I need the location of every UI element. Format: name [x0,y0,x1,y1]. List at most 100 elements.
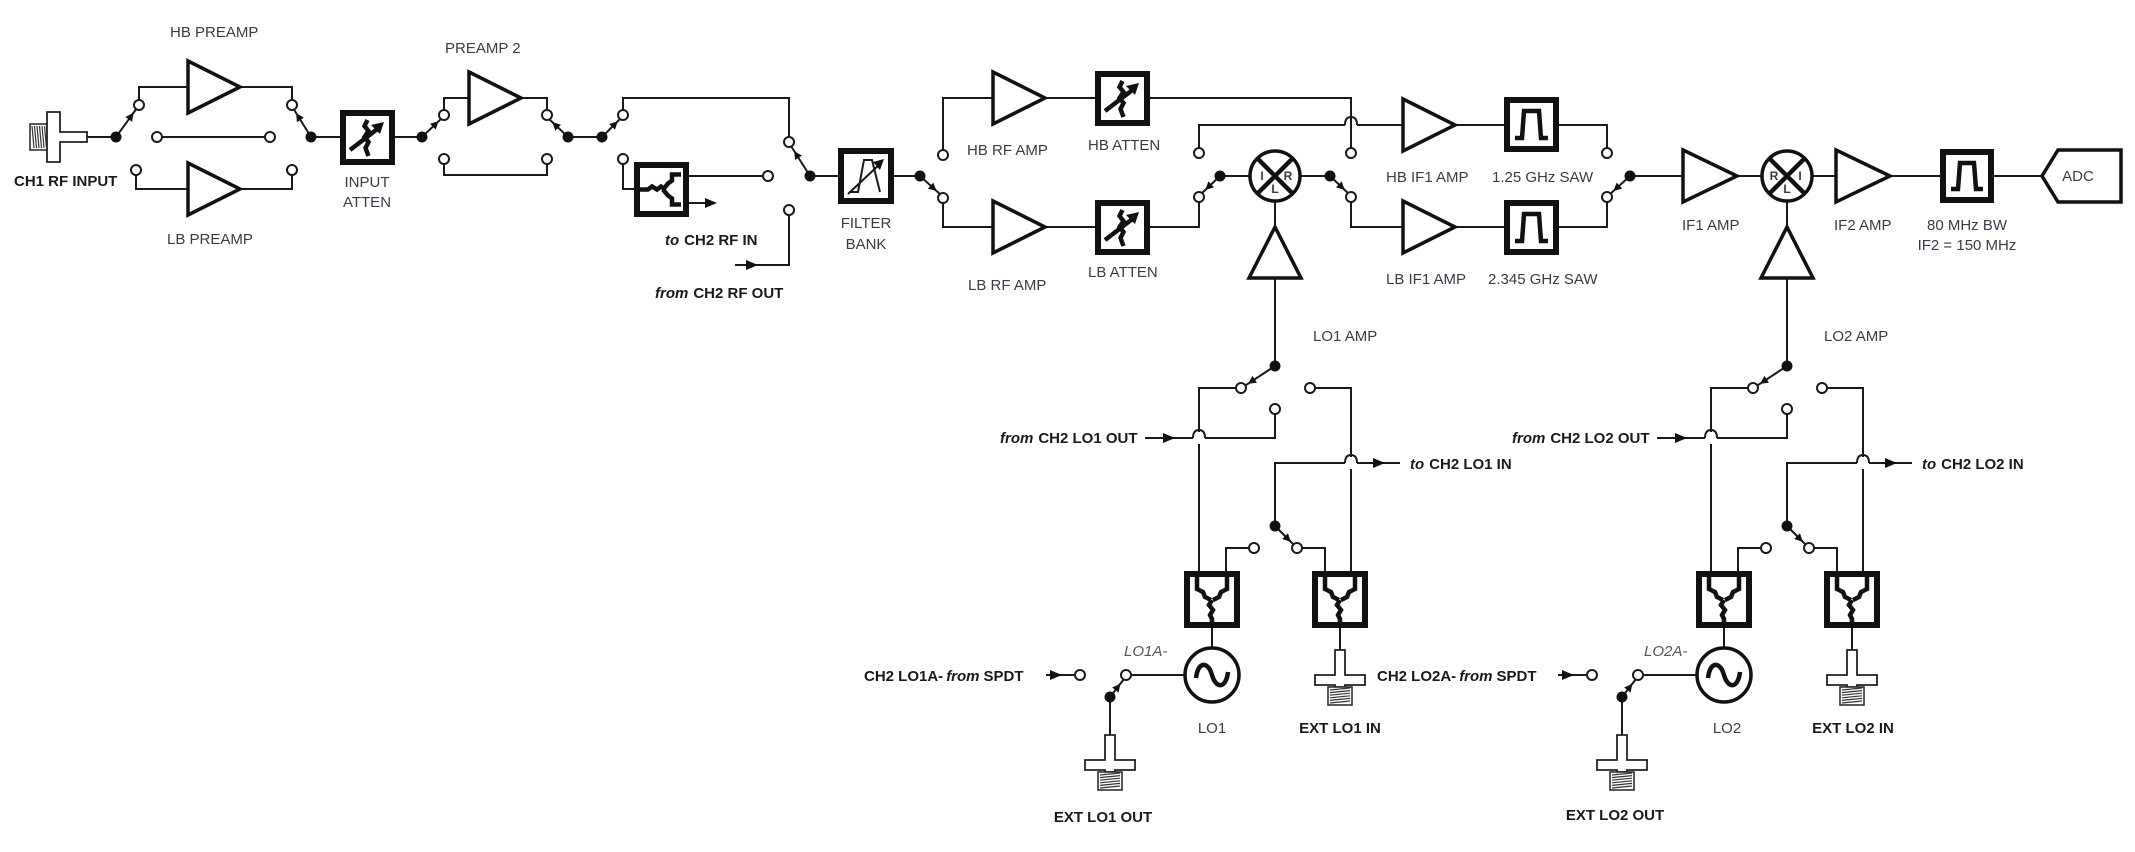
switch-arrow-icon [1760,375,1769,384]
lo2-select-throw-internal [1747,382,1759,394]
lo1-ch2-out-throw-external [1291,542,1303,554]
if2-filter-icon [1940,149,1994,203]
thread-line [1611,782,1633,786]
preamp-out-throw-lb [286,164,298,176]
thread-line [1329,687,1351,691]
splitter-icon [1194,577,1230,625]
filter-in-throw-ch2 [783,204,795,216]
switch-arrow-icon [125,112,134,122]
variable-arrow-icon [1103,215,1137,242]
arrow-head-icon [873,159,884,170]
lo2-ch2-out-switch-pivot [1781,520,1793,532]
switch-blade [790,145,811,177]
filter-in-throw-direct [783,136,795,148]
connector-body [46,111,88,163]
hb-if1-amp-icon [1401,96,1459,154]
thread-line [41,125,45,149]
label-lb-preamp: LB PREAMP [167,231,253,248]
thread-line [1329,690,1351,694]
wire [1150,97,1352,148]
wire [1827,387,1864,457]
mixer2-port-r: R [1770,169,1779,183]
label-saw-hb: 1.25 GHz SAW [1492,169,1594,186]
label-hb-atten: HB ATTEN [1088,137,1160,154]
input-switch-throw-hb [133,99,145,111]
label-hb-if1-amp: HB IF1 AMP [1386,169,1469,186]
mixer1-out-throw-hb [1345,147,1357,159]
label-from-ch2-rf-out-text: CH2 RF OUT [693,285,783,302]
thread-line [38,125,43,149]
thread-line [1841,697,1863,701]
label-lo2-amp: LO2 AMP [1824,328,1888,345]
mixer2-port-l: L [1783,182,1790,196]
lb-rf-amp-icon [991,198,1049,256]
lo2-select-throw-ch2 [1781,403,1793,415]
wire [1559,124,1608,148]
lo2a-spdt-throw-internal [1632,669,1644,681]
hb-rf-amp-icon [991,69,1049,127]
wire [1205,414,1276,439]
label-ext-lo2-in: EXT LO2 IN [1812,720,1894,737]
lo2-amp-icon [1758,223,1816,280]
label-to-prefix: to [665,232,679,249]
ch2-lo2a-arrow-icon [1562,670,1574,680]
switch-arrow-icon [1112,683,1121,693]
mixer1-in-throw-hb-if [1193,147,1205,159]
label-lb-if1-amp: LB IF1 AMP [1386,271,1466,288]
label-adc: ADC [2062,168,2094,185]
wire [138,86,188,100]
mixer1-out-switch-pivot [1324,170,1336,182]
mixer1-port-i: I [1260,169,1263,183]
label-ch1-rf-input: CH1 RF INPUT [14,173,117,190]
label-input-atten-line2: ATTEN [343,194,391,211]
input-switch-throw-lb [130,164,142,176]
bandpass-icon [1951,160,1983,192]
switch-arrow-icon [1336,181,1345,190]
lb-if1-amp-icon [1401,198,1459,256]
lo2-ch2-out-throw-external [1803,542,1815,554]
mixer-cross-icon [1255,156,1295,196]
lo2a-spdt-pivot [1616,691,1628,703]
preamp2-icon [467,69,525,127]
switch-blade [292,107,312,138]
thread-line [1611,772,1633,776]
thread-line [1099,785,1121,789]
mixer-cross-icon [1767,156,1807,196]
switch-arrow-icon [609,121,618,130]
bandpass-icon [1515,108,1548,141]
switch-blade [1754,365,1788,388]
switch-blade [1242,365,1276,388]
label-lo1a: LO1A- [1124,643,1167,660]
wire [1710,387,1748,432]
wire [240,86,293,100]
label-lo2: LO2 [1713,720,1741,737]
mixer1-port-l: L [1271,182,1278,196]
label-ch2-lo1a: CH2 LO1A- [864,668,943,685]
lo2-amp-select-pivot [1781,360,1793,372]
rf-band-throw-hb [937,149,949,161]
ext-lo2-in-connector-icon [1826,649,1878,706]
rf-band-throw-lb [937,192,949,204]
mixer1-port-r: R [1284,169,1293,183]
label-if1-amp: IF1 AMP [1682,217,1740,234]
label-ext-lo1-out: EXT LO1 OUT [1054,809,1152,826]
lo1a-spdt-throw-internal [1120,669,1132,681]
label-preamp2: PREAMP 2 [445,40,521,57]
arrow-head-icon [371,122,384,134]
label-from-ch2-lo2-out-text: CH2 LO2 OUT [1550,430,1649,447]
preamp2-in-throw-amp [438,109,450,121]
thread-line [1841,695,1863,699]
thread-line [1841,690,1863,694]
label-filter-if2: IF2 = 150 MHz [1918,237,2017,254]
wire [1198,387,1236,432]
ext-lo1-in-connector-icon [1314,649,1366,706]
lo2a-spdt-throw-ch2 [1586,669,1598,681]
label-lo1: LO1 [1198,720,1226,737]
thread-line [1841,692,1863,696]
switch-arrow-icon [1282,533,1291,542]
label-filter-bw: 80 MHz BW [1927,217,2008,234]
thread-line [1099,775,1121,779]
wire [622,97,790,137]
